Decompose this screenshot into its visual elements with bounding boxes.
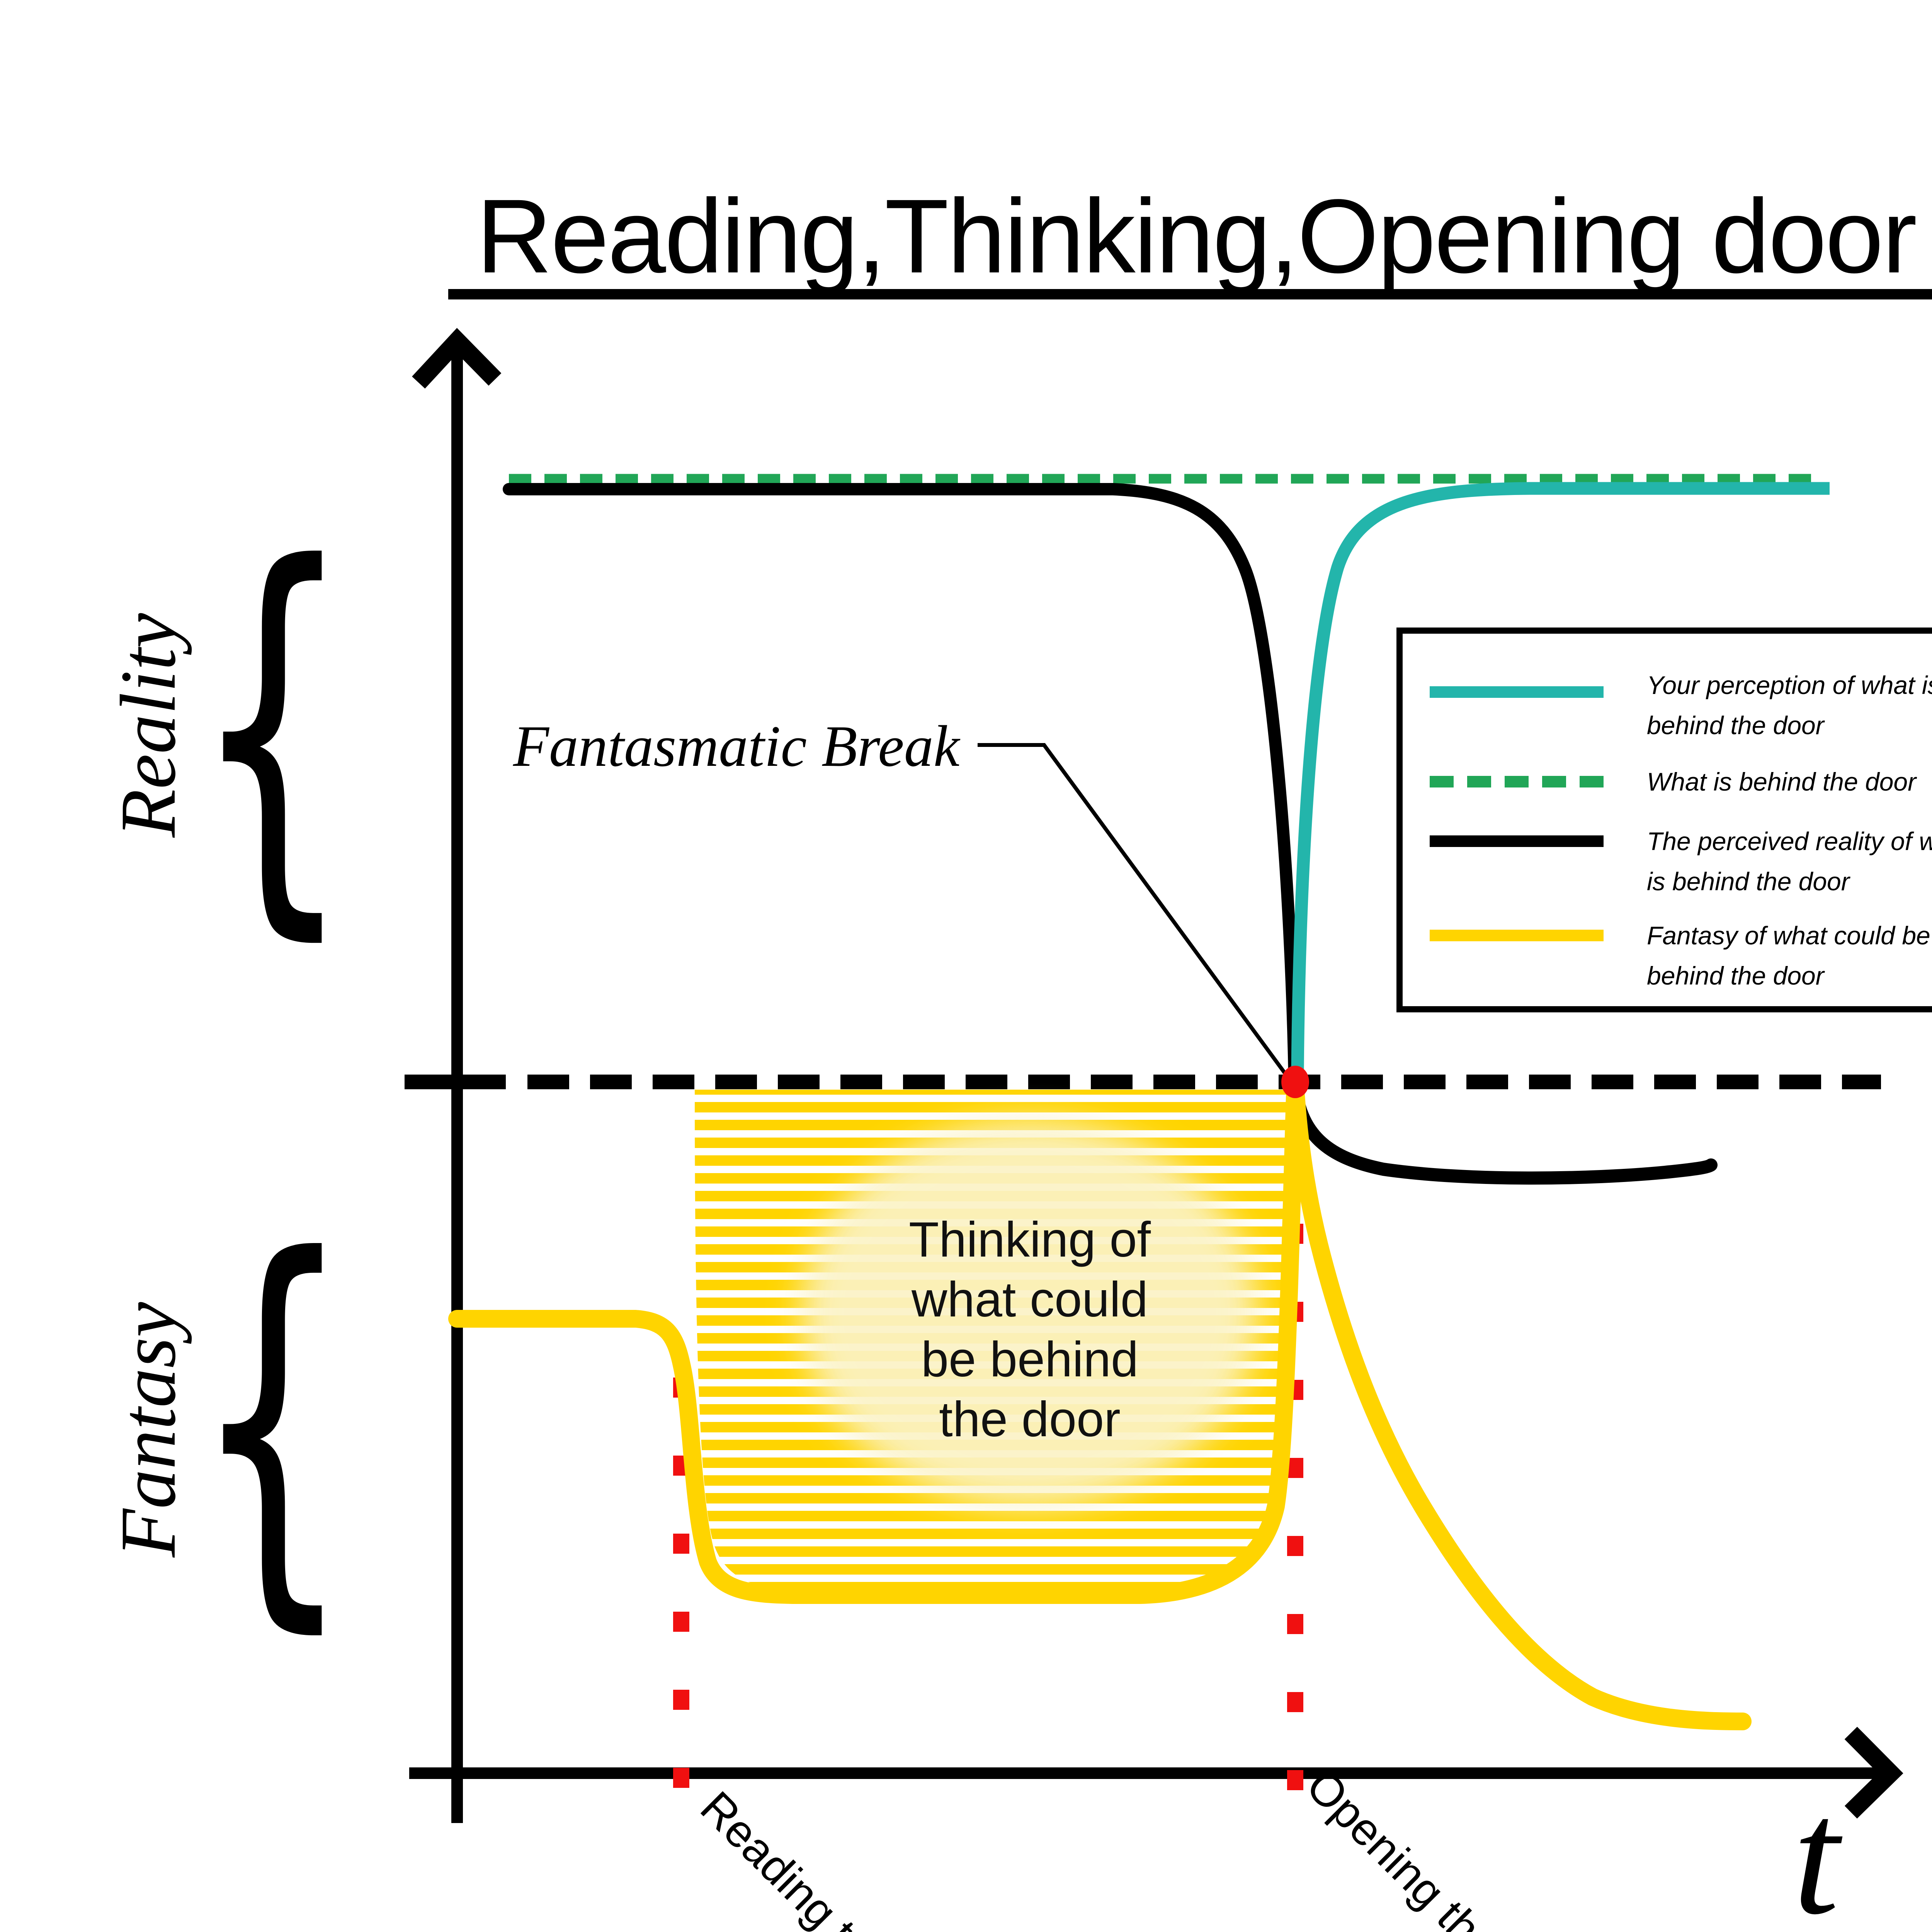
fantasmatic-break-pointer — [978, 743, 1291, 1080]
legend-label-behind-door: What is behind the door — [1647, 767, 1917, 796]
legend-label-fantasy-1: Fantasy of what could be — [1647, 921, 1930, 950]
curve-perceived-reality-lower — [1289, 1080, 1718, 1185]
fantasy-brace-icon: { — [191, 1172, 354, 1667]
legend-label-perception-2: behind the door — [1647, 711, 1825, 740]
curve-your-perception — [1291, 482, 1830, 1071]
thinking-line-1: Thinking of — [909, 1212, 1151, 1267]
reality-label: Reality — [104, 613, 192, 838]
legend: Your perception of what is behind the do… — [1396, 628, 1932, 1012]
legend-label-fantasy-2: behind the door — [1647, 961, 1825, 990]
legend-swatch-fantasy — [1430, 930, 1604, 941]
reading-text-label: Reading text — [691, 1782, 908, 1932]
legend-dash — [1542, 776, 1566, 787]
thinking-line-3: be behind — [921, 1332, 1138, 1387]
fantasmatic-break-label: Fantasmatic Break — [513, 714, 961, 779]
legend-label-perceived-reality-2: is behind the door — [1647, 867, 1851, 896]
thinking-label-halo — [802, 1121, 1258, 1507]
opening-door-label: Opening the door — [1297, 1760, 1582, 1932]
legend-dash — [1430, 776, 1454, 787]
legend-dash — [1467, 776, 1491, 787]
curve-fantasy-tail — [1286, 1076, 1752, 1730]
thinking-line-4: the door — [939, 1392, 1121, 1447]
thinking-label: Thinking of what could be behind the doo… — [909, 1212, 1151, 1447]
y-axis-arrow-icon — [412, 328, 502, 389]
title-underline — [448, 289, 1932, 299]
curve-fantasy — [448, 1076, 1304, 1604]
legend-dash — [1580, 776, 1604, 787]
thinking-line-2: what could — [911, 1272, 1148, 1327]
fantasy-label: Fantasy — [104, 1302, 192, 1558]
legend-swatch-behind-door — [1430, 776, 1604, 787]
legend-dash — [1505, 776, 1529, 787]
reality-brace-icon: { — [191, 479, 354, 974]
legend-swatch-perceived-reality — [1430, 835, 1604, 847]
x-axis-label: t — [1793, 1765, 1845, 1932]
break-point-dot — [1281, 1066, 1309, 1098]
page-title: Reading,Thinking,Opening door — [476, 177, 1917, 296]
legend-swatch-perception — [1430, 686, 1604, 698]
x-axis-arrow-icon — [1844, 1726, 1903, 1819]
legend-label-perception-1: Your perception of what is — [1647, 671, 1932, 699]
curve-perceived-reality-upper — [503, 483, 1301, 1080]
legend-label-perceived-reality-1: The perceived reality of what — [1647, 827, 1932, 855]
